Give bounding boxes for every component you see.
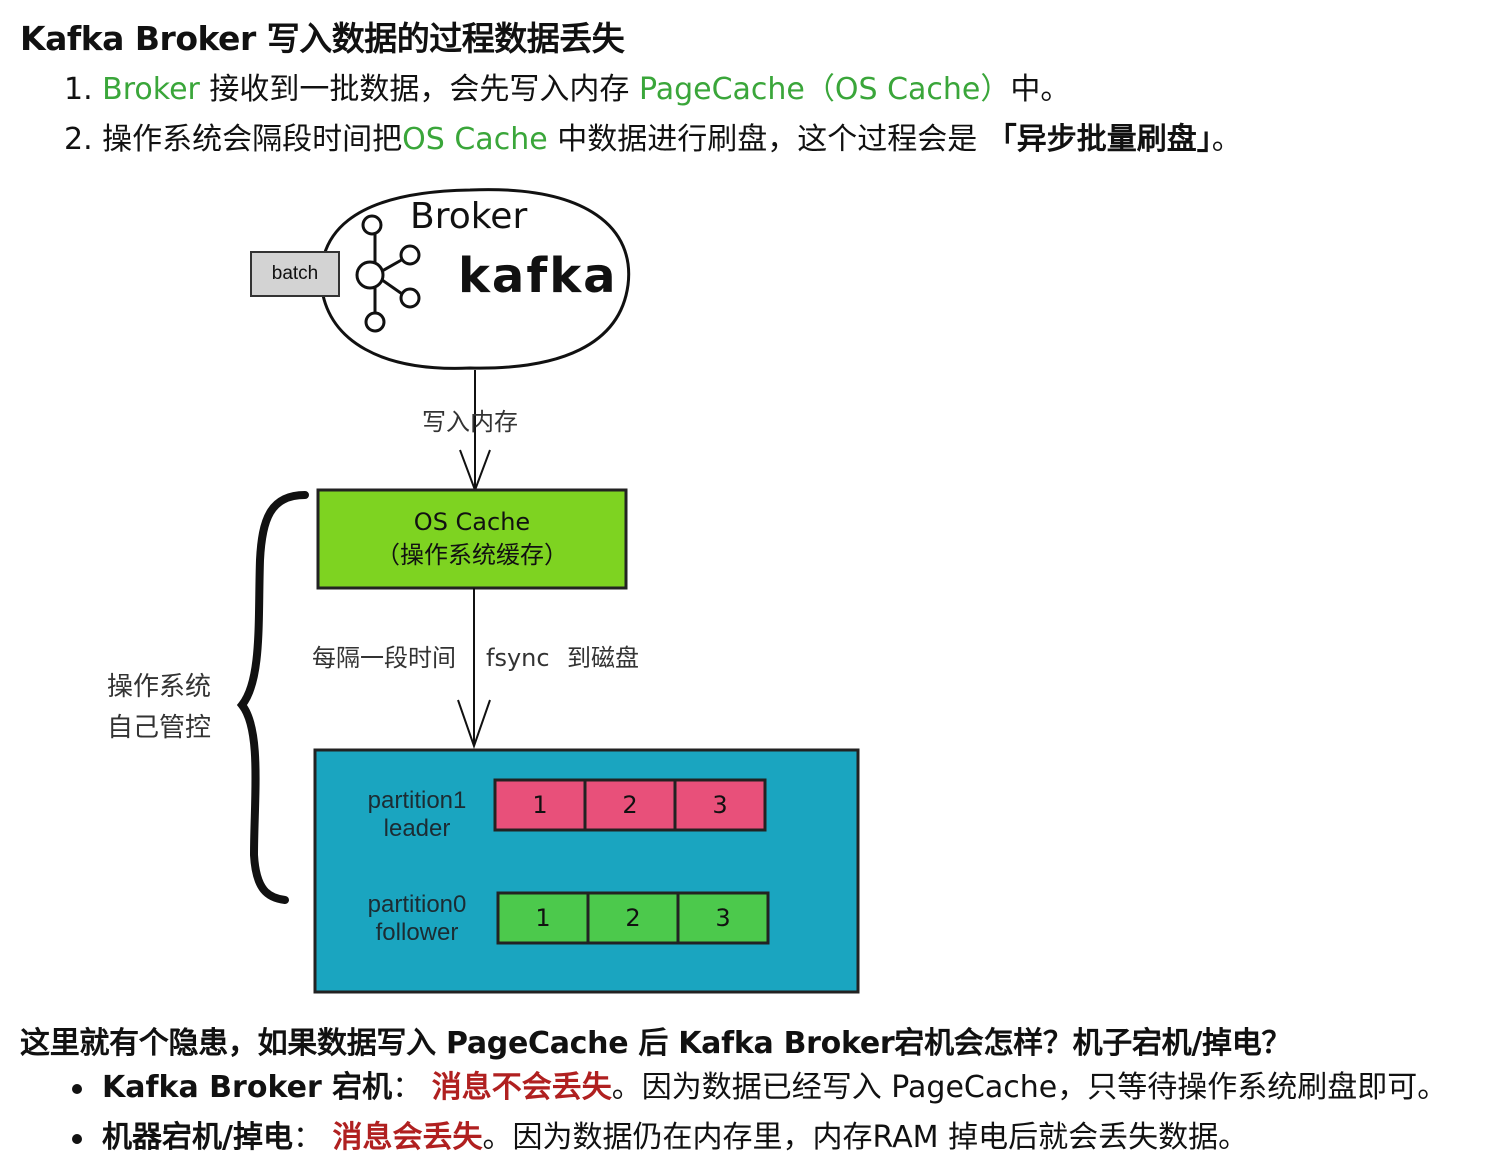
bullet-2-sep: ：	[292, 1120, 333, 1155]
partition0-role: follower	[376, 919, 459, 946]
broker-label: Broker	[410, 196, 527, 237]
step-2-text: 操作系统会隔段时间把	[102, 122, 403, 157]
leader-cell-3-label: 3	[712, 791, 727, 819]
kafka-label: kafka	[458, 248, 618, 304]
brace-label-line2: 自己管控	[107, 713, 211, 743]
step-2-end: 。	[1211, 122, 1242, 157]
follower-cell	[586, 891, 680, 945]
arrow-head-2	[457, 699, 491, 750]
step-1-end: 中。	[1010, 72, 1071, 107]
leader-cells: 1 2 3	[493, 778, 767, 832]
bullet-1-result: 消息不会丢失	[431, 1070, 612, 1105]
bullet-1-reason: 。因为数据已经写入 PageCache，只等待操作系统刷盘即可。	[611, 1070, 1448, 1105]
bullet-1-sep: ：	[392, 1070, 432, 1105]
bullet-2-lead: 机器宕机/掉电	[102, 1120, 293, 1155]
step-1-number: 1.	[64, 72, 93, 107]
os-cache-line2: （操作系统缓存）	[376, 541, 568, 569]
follower-cell	[496, 891, 590, 945]
partition1-name: partition1	[368, 787, 467, 814]
bullet-2-reason: 。因为数据仍在内存里，内存RAM 掉电后就会丢失数据。	[482, 1120, 1249, 1155]
leader-cell-2-label: 2	[622, 791, 637, 819]
bullet-1-lead: Kafka Broker 宕机	[102, 1070, 393, 1105]
page-title: Kafka Broker 写入数据的过程数据丢失	[20, 19, 625, 58]
step-2-text-b: 中数据进行刷盘，这个过程会是	[547, 122, 987, 157]
partition1-role: leader	[384, 815, 451, 842]
follower-cells: 1 2 3	[496, 891, 770, 945]
follower-cell-1-label: 1	[535, 904, 550, 932]
step-2: 2. 操作系统会隔段时间把OS Cache 中数据进行刷盘，这个过程会是 「异步…	[64, 120, 1242, 160]
bullet-2-result: 消息会丢失	[332, 1120, 483, 1155]
leader-cell-1-label: 1	[532, 791, 547, 819]
step-2-emphasis: 「异步批量刷盘」	[986, 122, 1212, 157]
step-1-broker: Broker	[102, 72, 200, 107]
follower-cell	[676, 891, 770, 945]
batch-box	[250, 251, 340, 297]
arrow2-label-b: fsync	[486, 644, 550, 672]
leader-cell	[673, 778, 767, 832]
os-managed-brace	[236, 491, 309, 904]
batch-label: batch	[272, 263, 318, 284]
bullet-dot	[72, 1084, 82, 1094]
step-1-pagecache: PageCache（OS Cache）	[638, 72, 1011, 107]
leader-cell	[493, 778, 587, 832]
arrow1-label: 写入内存	[422, 408, 518, 436]
bullet-dot	[72, 1134, 82, 1144]
follower-cell-2-label: 2	[625, 904, 640, 932]
bullet-machine-down: 机器宕机/掉电： 消息会丢失。因为数据仍在内存里，内存RAM 掉电后就会丢失数据…	[102, 1118, 1248, 1158]
os-cache-box	[316, 488, 628, 590]
bullet-broker-down: Kafka Broker 宕机： 消息不会丢失。因为数据已经写入 PageCac…	[102, 1068, 1447, 1108]
brace-label-line1: 操作系统	[107, 672, 211, 702]
partition0-name: partition0	[368, 891, 467, 918]
step-1: 1. Broker 接收到一批数据，会先写入内存 PageCache（OS Ca…	[64, 70, 1070, 110]
follower-cell-3-label: 3	[715, 904, 730, 932]
arrow2-label-c: 到磁盘	[567, 644, 639, 672]
step-1-text: 接收到一批数据，会先写入内存	[199, 72, 639, 107]
arrow2-label-a: 每隔一段时间	[312, 644, 456, 672]
os-cache-line1: OS Cache	[414, 508, 530, 536]
step-2-oscache: OS Cache	[402, 122, 548, 157]
risk-question: 这里就有个隐患，如果数据写入 PageCache 后 Kafka Broker宕…	[20, 1026, 1292, 1061]
kafka-logo-icon	[355, 214, 421, 333]
step-2-number: 2.	[64, 122, 93, 157]
broker-cloud	[319, 188, 631, 370]
